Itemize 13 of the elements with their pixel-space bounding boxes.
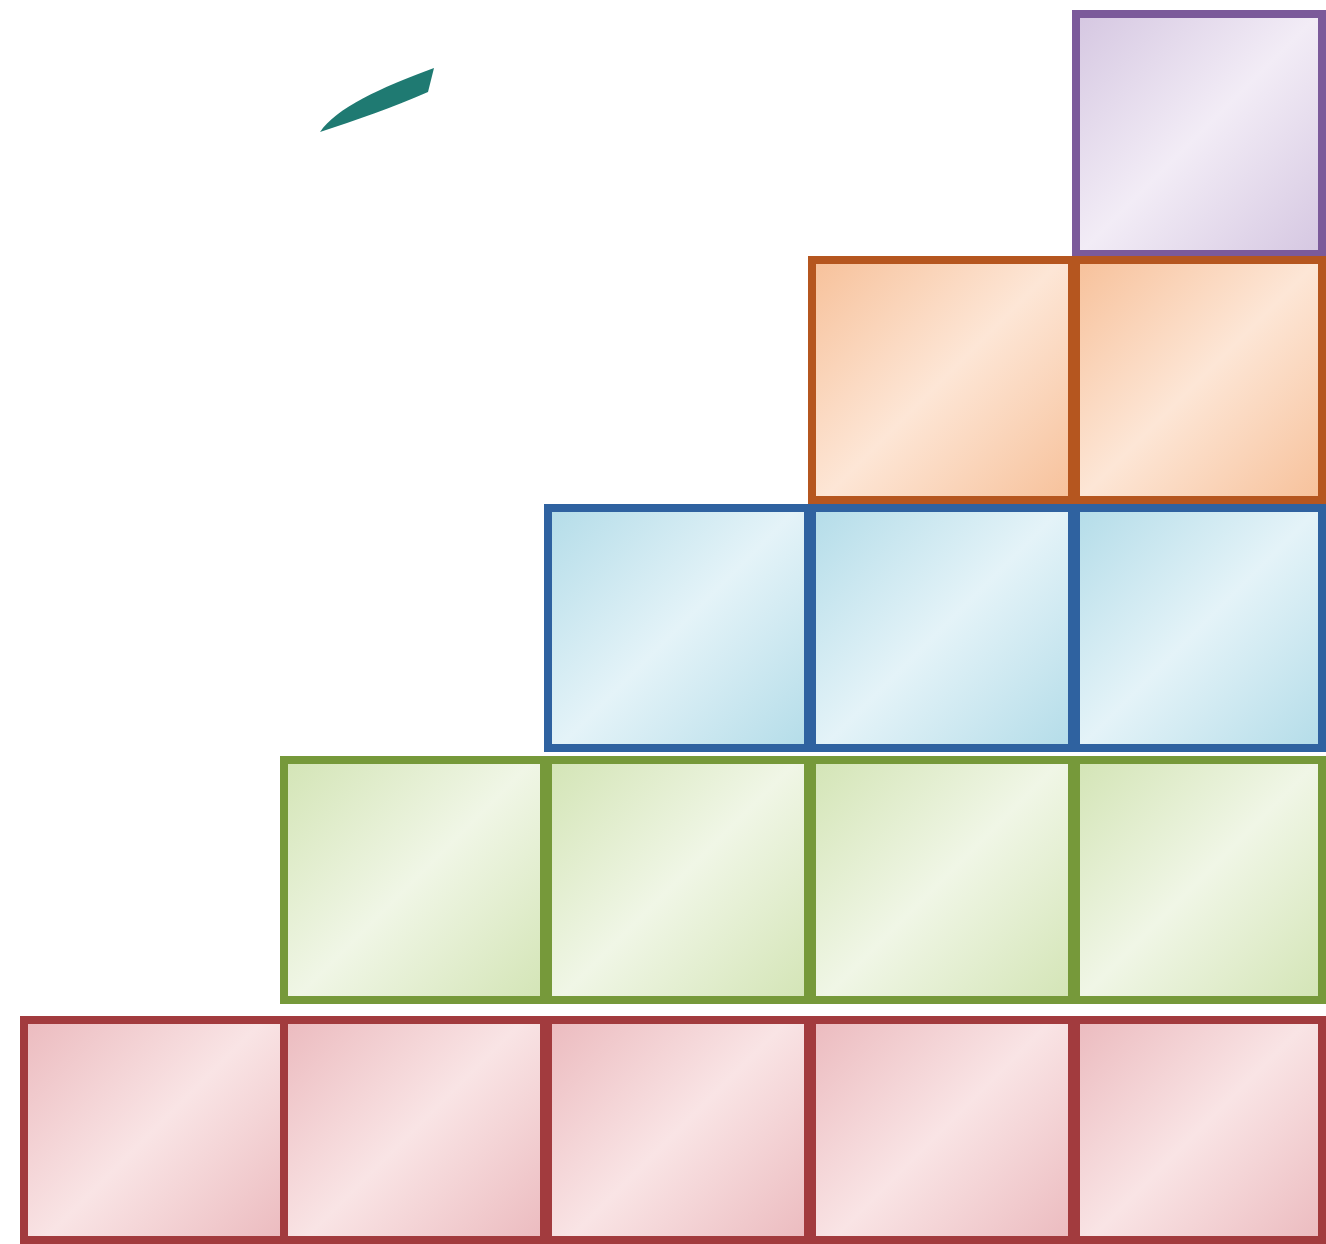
box-block: [1072, 504, 1326, 752]
box-block: [1072, 1016, 1326, 1244]
box-block: [544, 756, 812, 1004]
box-block: [808, 504, 1076, 752]
box-block: [1072, 756, 1326, 1004]
box-block: [544, 1016, 812, 1244]
box-block: [808, 256, 1076, 504]
box-block: [544, 504, 812, 752]
box-block: [1072, 10, 1326, 258]
box-block: [280, 756, 548, 1004]
box-block: [1072, 256, 1326, 504]
box-block: [808, 756, 1076, 1004]
box-block: [808, 1016, 1076, 1244]
